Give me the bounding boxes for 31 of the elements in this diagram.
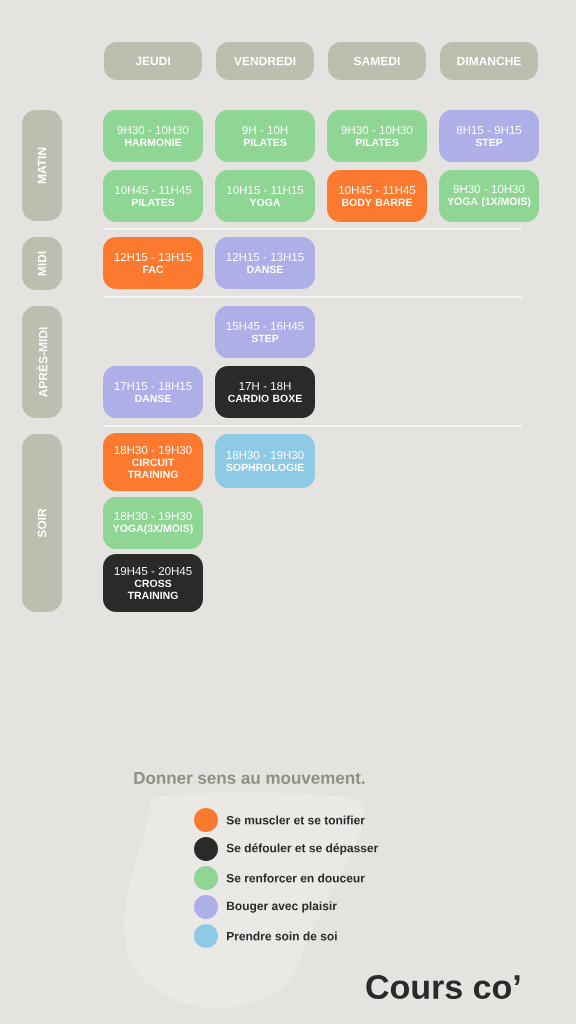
class-card: 18H30 - 19H30 YOGA(3X/MOIS) — [103, 497, 203, 549]
period-label: APRÈS-MIDI — [22, 306, 62, 418]
day-header: SAMEDI — [328, 42, 426, 80]
legend-text: Se renforcer en douceur — [226, 873, 365, 883]
class-card: 9H30 - 10H30 HARMONIE — [103, 110, 203, 162]
class-card: 10H45 - 11H45 BODY BARRE — [327, 170, 427, 222]
period-label: SOIR — [22, 434, 62, 612]
class-card: 10H45 - 11H45 PILATES — [103, 170, 203, 222]
day-header: DIMANCHE — [440, 42, 538, 80]
class-card: 15H45 - 16H45 STEP — [215, 306, 315, 358]
legend-text: Se muscler et se tonifier — [226, 815, 365, 825]
title: Cours co’ — [366, 974, 520, 1000]
class-card: 9H30 - 10H30 YOGA (1X/MOIS) — [439, 170, 539, 222]
period-label: MATIN — [22, 110, 62, 221]
class-card: 17H - 18H CARDIO BOXE — [215, 366, 315, 418]
class-card: 8H15 - 9H15 STEP — [439, 110, 539, 162]
legend-text: Se défouler et se dépasser — [226, 843, 379, 855]
legend-text: Prendre soin de soi — [227, 931, 337, 941]
slogan: Donner sens au mouvement. — [134, 772, 365, 784]
class-card: 9H - 10H PILATES — [215, 110, 315, 162]
class-card: 18H30 - 19H30 SOPHROLOGIE — [215, 434, 315, 488]
class-card: 18H30 - 19H30 CIRCUIT TRAINING — [103, 433, 203, 491]
class-card: 10H15 - 11H15 YOGA — [215, 170, 315, 222]
class-card: 19H45 - 20H45 CROSS TRAINING — [103, 554, 203, 612]
day-header: JEUDI — [104, 42, 202, 80]
class-card: 9H30 - 10H30 PILATES — [327, 110, 427, 162]
legend-text: Bouger avec plaisir — [227, 901, 337, 913]
day-header: VENDREDI — [216, 42, 314, 80]
class-card: 17H15 - 18H15 DANSE — [103, 366, 203, 418]
class-card: 12H15 - 13H15 DANSE — [215, 237, 315, 289]
class-card: 12H15 - 13H15 FAC — [103, 237, 203, 289]
